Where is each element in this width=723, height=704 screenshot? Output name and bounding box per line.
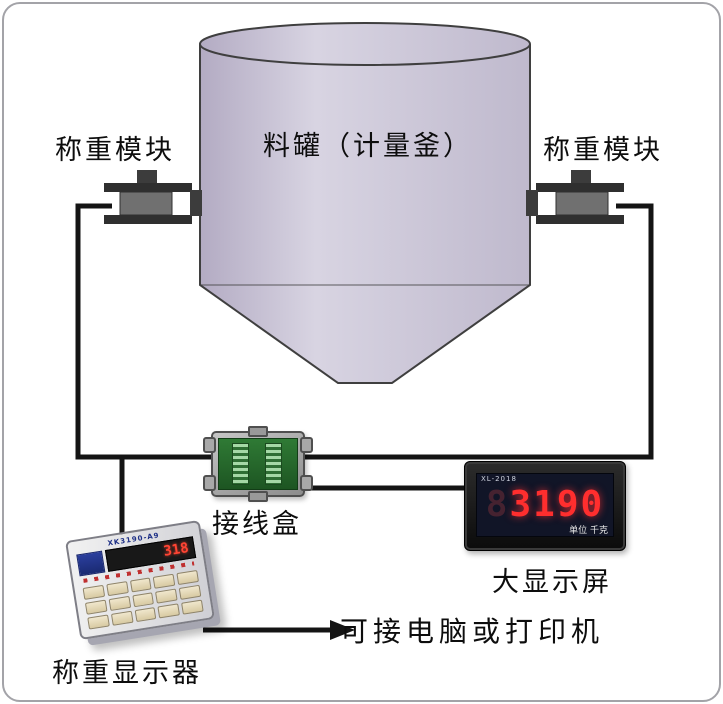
indicator-key	[176, 569, 199, 586]
indicator-key	[129, 577, 152, 593]
seven-segment-value: 3190	[509, 484, 605, 525]
seven-segment-reading: 83190	[486, 487, 604, 523]
indicator-key	[157, 603, 181, 619]
load-cell-bracket	[526, 190, 538, 216]
tank	[199, 22, 531, 384]
big-display-label: 大显示屏	[492, 567, 612, 598]
load-cell-bottom-plate	[536, 215, 624, 224]
junction-box-screw	[248, 426, 268, 437]
right-module-label: 称重模块	[543, 135, 663, 166]
load-cell-bolt	[571, 170, 591, 183]
load-cell-body	[119, 191, 173, 216]
big-display-device: XL-2018 83190 单位 千克	[464, 461, 626, 551]
indicator-blue-panel	[76, 550, 106, 577]
big-display-unit-text: 单位 千克	[569, 526, 608, 536]
junction-box-label: 接线盒	[212, 509, 302, 540]
indicator-key	[181, 599, 204, 615]
tank-top-ellipse	[199, 22, 531, 66]
load-cell-body	[555, 191, 609, 216]
load-cell-bottom-plate	[104, 215, 192, 224]
indicator-key	[153, 573, 176, 589]
load-cell-top-plate	[536, 183, 624, 192]
junction-box-ear	[300, 475, 313, 491]
junction-box-ear	[203, 437, 216, 453]
indicator-key	[82, 584, 105, 600]
indicator-key	[155, 588, 178, 604]
indicator-key	[108, 595, 131, 612]
terminal-strip	[232, 443, 249, 485]
arrow-head-icon	[330, 620, 355, 640]
left-module-label: 称重模块	[55, 135, 175, 166]
load-cell-right	[526, 170, 624, 224]
indicator-key	[84, 599, 108, 615]
indicator-key	[87, 614, 110, 630]
junction-box-ear	[300, 437, 313, 453]
indicator-key	[134, 607, 157, 623]
junction-box-pcb	[218, 438, 298, 490]
tank-body-and-cone	[199, 44, 531, 384]
output-note-label: 可接电脑或打印机	[340, 615, 605, 648]
junction-box-screw	[248, 491, 268, 502]
load-cell-top-plate	[104, 183, 192, 192]
seven-segment-ghost-digit: 8	[485, 484, 510, 525]
tank-label: 料罐（计量釜）	[263, 131, 473, 162]
terminal-strip	[265, 443, 282, 485]
indicator-key	[106, 581, 129, 597]
junction-box-ear	[203, 475, 216, 491]
load-cell-bracket	[190, 190, 202, 216]
wire-left-and-right-loop	[75, 203, 654, 460]
indicator-reading: 318	[162, 540, 190, 560]
big-display-screen: XL-2018 83190 单位 千克	[476, 473, 614, 537]
indicator-key	[131, 592, 155, 608]
indicator-key	[178, 584, 202, 600]
weighing-indicator-device: XK3190-A9 318	[65, 519, 215, 641]
load-cell-left	[104, 170, 202, 224]
indicator-label: 称重显示器	[52, 658, 202, 689]
big-display-model-text: XL-2018	[481, 475, 517, 483]
junction-box	[203, 426, 313, 502]
indicator-key	[110, 610, 134, 626]
output-arrow	[203, 620, 355, 640]
load-cell-bolt	[137, 170, 157, 183]
